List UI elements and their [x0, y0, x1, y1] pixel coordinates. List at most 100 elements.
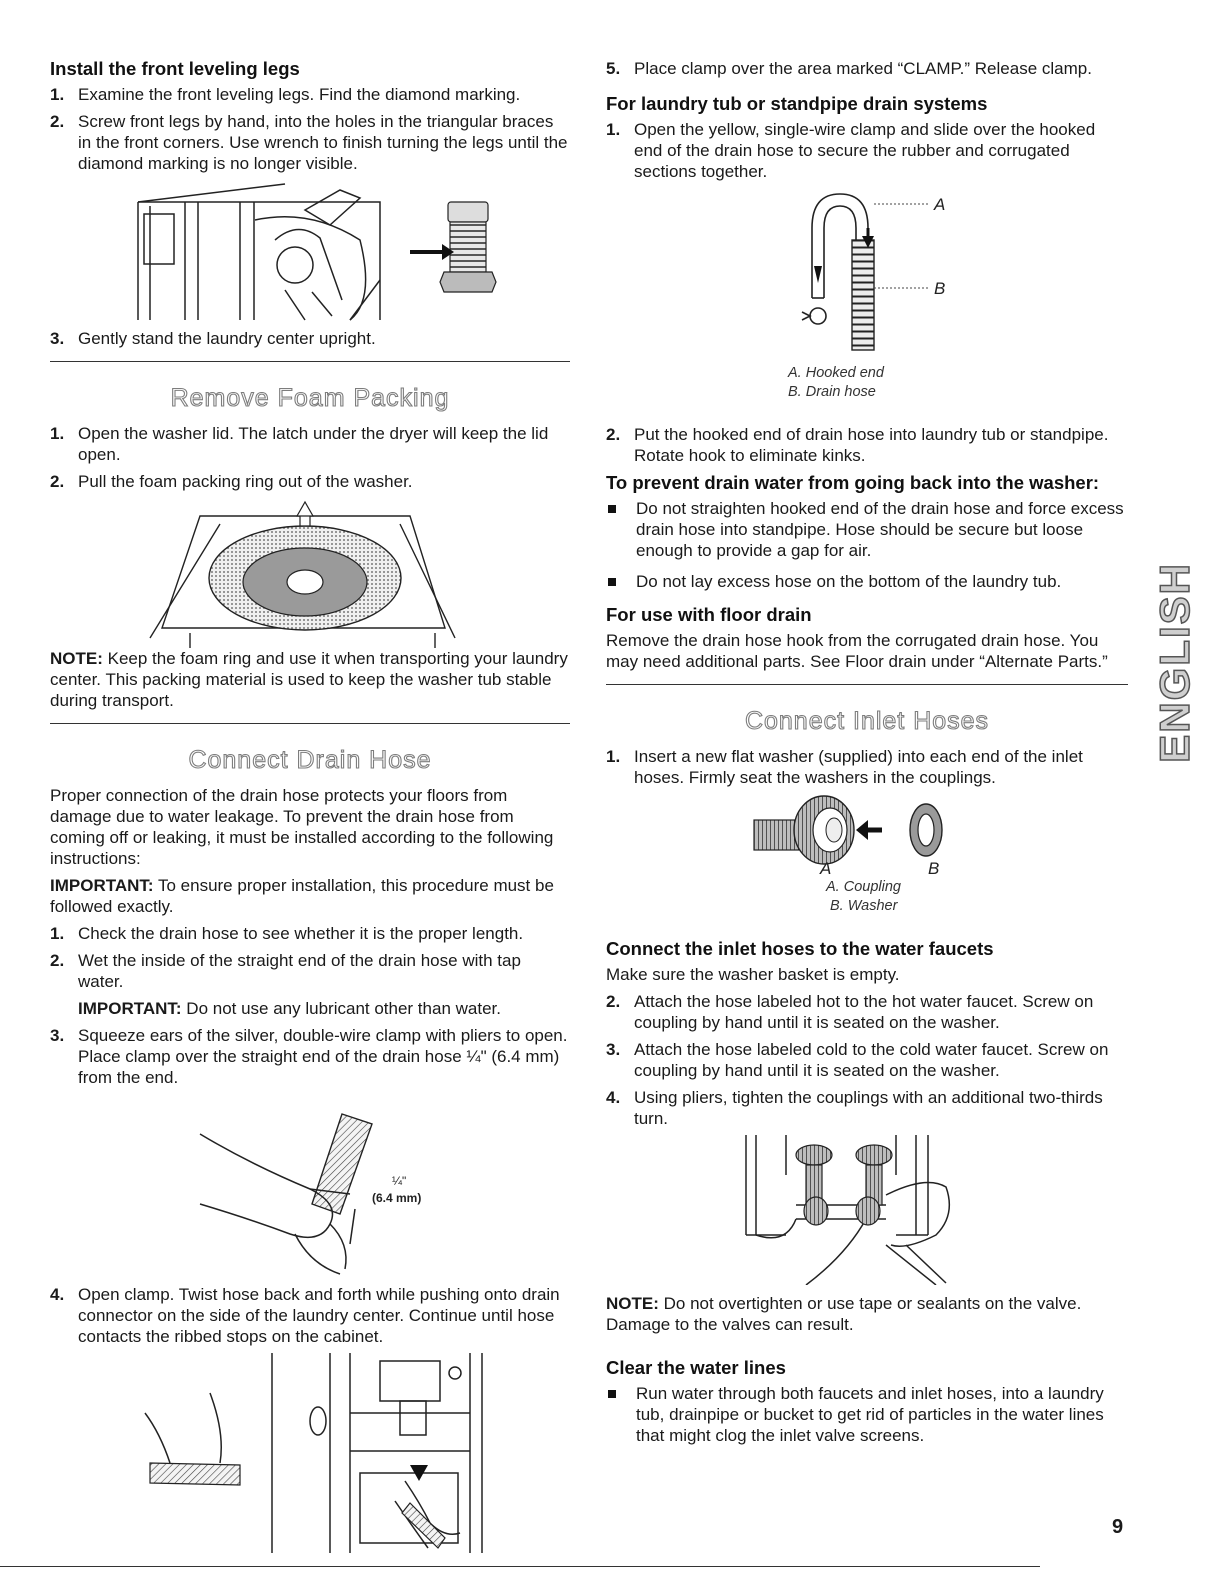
right-column: 5. Place clamp over the area marked “CLA… [606, 58, 1128, 1456]
step-number: 4. [50, 1285, 65, 1304]
bottom-rule [0, 1566, 1040, 1567]
step-text: Pull the foam packing ring out of the wa… [78, 472, 413, 491]
important-label: IMPORTANT: [78, 999, 182, 1018]
step-number: 4. [606, 1088, 621, 1107]
language-tab: ENGLISH [1150, 561, 1199, 763]
bullet-marker [608, 505, 616, 513]
bullet-marker [608, 578, 616, 586]
step-text: Open clamp. Twist hose back and forth wh… [78, 1285, 560, 1346]
step-text: Wet the inside of the straight end of th… [78, 951, 521, 991]
step-text: Open the yellow, single-wire clamp and s… [634, 120, 1096, 181]
step-text: Examine the front leveling legs. Find th… [78, 85, 521, 104]
caption-hooked-end: A. Hooked end [788, 365, 884, 381]
caption-coupling: A. Coupling [826, 879, 901, 895]
step-number: 1. [606, 120, 621, 139]
clamp-pliers-illustration: ¼" (6.4 mm) [199, 1113, 421, 1275]
note-label: NOTE: [606, 1294, 659, 1313]
tub-heading: For laundry tub or standpipe drain syste… [606, 93, 988, 114]
foam-step-1: 1. Open the washer lid. The latch under … [50, 423, 570, 465]
step-number: 1. [50, 85, 65, 104]
drain-step-4: 4. Open clamp. Twist hose back and forth… [50, 1284, 570, 1347]
foam-section-title: Remove Foam Packing [170, 383, 450, 412]
leveling-legs-illustration [137, 183, 497, 321]
prevent-bullet-2: Do not lay excess hose on the bottom of … [606, 571, 1128, 592]
faucets-step-4: 4. Using pliers, tighten the couplings w… [606, 1087, 1128, 1129]
drain-step-1: 1. Check the drain hose to see whether i… [50, 923, 570, 944]
faucets-step-3: 3. Attach the hose labeled cold to the c… [606, 1039, 1128, 1081]
figure-letter-b: B [928, 859, 939, 878]
step-number: 2. [50, 112, 65, 131]
step-text: Open the washer lid. The latch under the… [78, 424, 549, 464]
faucets-step-2: 2. Attach the hose labeled hot to the ho… [606, 991, 1128, 1033]
step-number: 5. [606, 59, 621, 78]
drain-intro: Proper connection of the drain hose prot… [50, 786, 554, 868]
page-number: 9 [1112, 1516, 1124, 1538]
caption-drain-hose: B. Drain hose [788, 384, 876, 400]
important-text: To ensure proper installation, this proc… [50, 876, 554, 916]
faucets-intro: Make sure the washer basket is empty. [606, 965, 900, 984]
foam-note: NOTE: Keep the foam ring and use it when… [50, 648, 570, 711]
drain-important-2: IMPORTANT: Do not use any lubricant othe… [50, 998, 570, 1019]
step-number: 3. [50, 329, 65, 348]
fraction-label: ¼" [392, 1174, 406, 1188]
faucets-heading: Connect the inlet hoses to the water fau… [606, 938, 994, 959]
bullet-text: Do not straighten hooked end of the drai… [636, 499, 1124, 560]
step-text: Screw front legs by hand, into the holes… [78, 112, 568, 173]
note-text: Do not overtighten or use tape or sealan… [606, 1294, 1082, 1334]
hooked-end-illustration: A B [801, 193, 945, 351]
step-text: Place clamp over the area marked “CLAMP.… [634, 59, 1092, 78]
note-text: Keep the foam ring and use it when trans… [50, 649, 568, 710]
legs-heading: Install the front leveling legs [50, 58, 300, 79]
bullet-text: Run water through both faucets and inlet… [636, 1384, 1104, 1445]
step-number: 2. [606, 425, 621, 444]
step-text: Attach the hose labeled cold to the cold… [634, 1040, 1109, 1080]
drain-step-2: 2. Wet the inside of the straight end of… [50, 950, 570, 992]
figure-letter-a: A [933, 195, 945, 214]
legs-step-3: 3. Gently stand the laundry center uprig… [50, 328, 570, 349]
step-text: Squeeze ears of the silver, double-wire … [78, 1026, 568, 1087]
foam-step-2: 2. Pull the foam packing ring out of the… [50, 471, 570, 492]
faucet-pliers-illustration [745, 1135, 951, 1285]
inlet-section-title: Connect Inlet Hoses [744, 706, 990, 735]
mm-label: (6.4 mm) [372, 1191, 421, 1205]
step-number: 1. [50, 424, 65, 443]
important-text: Do not use any lubricant other than wate… [181, 999, 501, 1018]
important-label: IMPORTANT: [50, 876, 154, 895]
step-number: 2. [50, 951, 65, 970]
drain-section-title: Connect Drain Hose [188, 745, 432, 774]
figure-letter-a: A [819, 859, 831, 878]
clear-lines-heading: Clear the water lines [606, 1357, 786, 1378]
legs-step-1: 1. Examine the front leveling legs. Find… [50, 84, 570, 105]
tub-step-1: 1. Open the yellow, single-wire clamp an… [606, 119, 1128, 182]
drain-step-5: 5. Place clamp over the area marked “CLA… [606, 58, 1128, 79]
left-column: Install the front leveling legs 1. Exami… [50, 58, 570, 1553]
section-divider [606, 684, 1128, 685]
tub-step-2: 2. Put the hooked end of drain hose into… [606, 424, 1128, 466]
caption-washer: B. Washer [830, 898, 898, 914]
step-number: 2. [606, 992, 621, 1011]
step-text: Gently stand the laundry center upright. [78, 329, 376, 348]
prevent-bullet-1: Do not straighten hooked end of the drai… [606, 498, 1128, 561]
section-divider [50, 361, 570, 362]
figure-letter-b: B [934, 279, 945, 298]
step-number: 2. [50, 472, 65, 491]
floor-drain-heading: For use with floor drain [606, 604, 812, 625]
step-number: 3. [50, 1026, 65, 1045]
prevent-heading: To prevent drain water from going back i… [606, 472, 1100, 493]
step-number: 1. [606, 747, 621, 766]
step-number: 3. [606, 1040, 621, 1059]
note-label: NOTE: [50, 649, 103, 668]
coupling-washer-illustration: A B [753, 795, 943, 878]
step-text: Using pliers, tighten the couplings with… [634, 1088, 1103, 1128]
floor-drain-text: Remove the drain hose hook from the corr… [606, 631, 1108, 671]
drain-step-3: 3. Squeeze ears of the silver, double-wi… [50, 1025, 570, 1088]
step-text: Put the hooked end of drain hose into la… [634, 425, 1109, 465]
drain-important: IMPORTANT: To ensure proper installation… [50, 875, 570, 917]
step-text: Attach the hose labeled hot to the hot w… [634, 992, 1094, 1032]
faucets-note: NOTE: Do not overtighten or use tape or … [606, 1293, 1128, 1335]
step-number: 1. [50, 924, 65, 943]
legs-step-2: 2. Screw front legs by hand, into the ho… [50, 111, 570, 174]
foam-packing-illustration [149, 500, 456, 648]
drain-connector-illustration [144, 1353, 483, 1553]
step-text: Insert a new flat washer (supplied) into… [634, 747, 1083, 787]
